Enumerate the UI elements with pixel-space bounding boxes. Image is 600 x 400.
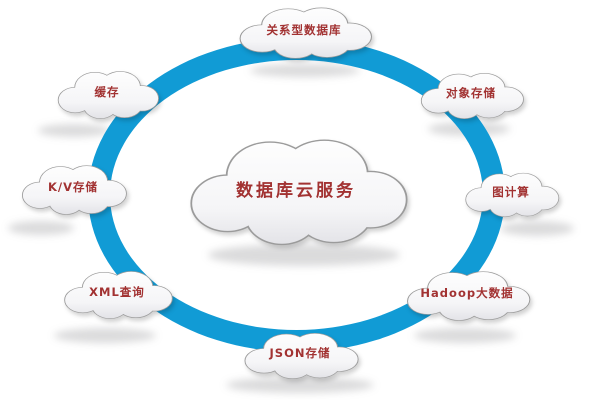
center-title: 数据库云服务 — [236, 180, 356, 201]
node-label-kv-storage: K/V存储 — [47, 180, 98, 194]
node-label-object-storage: 对象存储 — [446, 86, 496, 100]
node-cloud-graph-compute: 图计算 — [460, 168, 562, 220]
cloud-shadow — [500, 221, 574, 236]
cloud-shadow — [54, 328, 156, 343]
node-cloud-json-storage: JSON存储 — [238, 328, 362, 382]
node-cloud-object-storage: 对象存储 — [415, 68, 527, 122]
cloud-shadow — [8, 221, 74, 235]
node-label-graph-compute: 图计算 — [492, 185, 530, 199]
node-label-cache: 缓存 — [94, 85, 120, 99]
node-label-xml-query: XML查询 — [89, 285, 145, 299]
cloud-shadow — [226, 377, 374, 393]
node-cloud-relational-db: 关系型数据库 — [232, 2, 376, 62]
node-label-hadoop-bigdata: Hadoop大数据 — [420, 286, 514, 300]
node-cloud-hadoop-bigdata: Hadoop大数据 — [400, 266, 534, 324]
node-label-relational-db: 关系型数据库 — [266, 23, 342, 37]
cloud-shadow — [38, 124, 110, 137]
node-cloud-xml-query: XML查询 — [58, 266, 176, 322]
node-cloud-cache: 缓存 — [52, 66, 162, 122]
cloud-shadow — [414, 328, 516, 343]
center-cloud-db-cloud-services: 数据库云服务 — [178, 128, 414, 252]
node-label-json-storage: JSON存储 — [269, 346, 331, 360]
node-cloud-kv-storage: K/V存储 — [16, 160, 130, 218]
